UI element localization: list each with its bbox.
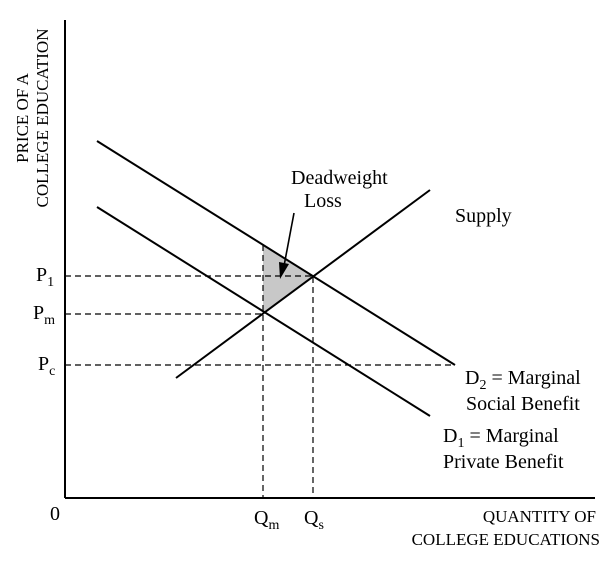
deadweight-loss-arrow-head [279, 262, 289, 279]
pc-label: Pc [38, 353, 55, 379]
d1-marginal-private-benefit-line [96, 206, 431, 417]
d2-marginal-social-benefit-line [96, 140, 456, 366]
d2-label-rest: = Marginal [486, 367, 581, 389]
deadweight-loss-label-line1: Deadweight [291, 167, 388, 189]
x-axis-title-line2: COLLEGE EDUCATIONS [412, 530, 600, 549]
y-axis-title-line1: PRICE OF A [13, 72, 32, 162]
deadweight-loss-label-line2: Loss [304, 190, 342, 212]
d2-label-line1: D2 = Marginal [465, 367, 581, 393]
supply-label: Supply [455, 205, 512, 227]
d2-label-main: D [465, 367, 479, 389]
d2-label-sub: 2 [479, 378, 486, 393]
pc-label-sub: c [49, 364, 55, 379]
d1-label-sub: 1 [457, 436, 464, 451]
d1-label-line1: D1 = Marginal [443, 425, 559, 451]
d1-label-rest: = Marginal [464, 425, 559, 447]
qm-label: Qm [254, 507, 279, 533]
p1-label-main: P [36, 264, 47, 286]
d1-label-line2: Private Benefit [443, 451, 564, 473]
x-axis-title-line1: QUANTITY OF [483, 507, 596, 526]
pc-label-main: P [38, 353, 49, 375]
qs-label-sub: s [318, 518, 323, 533]
qs-label-main: Q [304, 507, 319, 529]
qm-label-sub: m [268, 518, 279, 533]
pm-label-sub: m [44, 313, 55, 328]
deadweight-loss-arrow-shaft [283, 212, 295, 267]
p1-label-sub: 1 [47, 275, 54, 290]
pm-label-main: P [33, 302, 44, 324]
y-axis-title: PRICE OF A COLLEGE EDUCATION [13, 29, 52, 208]
supply-line [175, 189, 431, 379]
p1-label: P1 [36, 264, 54, 290]
y-axis-title-line2: COLLEGE EDUCATION [33, 29, 52, 208]
d1-label-main: D [443, 425, 457, 447]
origin-label: 0 [50, 503, 60, 525]
d2-label-line2: Social Benefit [466, 393, 580, 415]
qs-label: Qs [304, 507, 324, 533]
pm-label: Pm [33, 302, 55, 328]
qm-label-main: Q [254, 507, 269, 529]
deadweight-loss-area [263, 245, 313, 313]
